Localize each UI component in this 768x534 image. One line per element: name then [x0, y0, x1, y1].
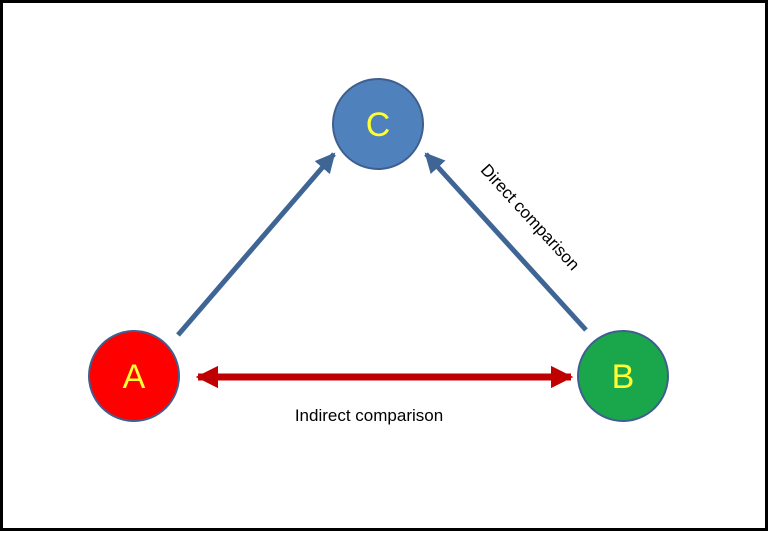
node-a-label: A: [123, 358, 146, 396]
node-a: A: [88, 330, 180, 422]
node-b: B: [577, 330, 669, 422]
node-c: C: [332, 78, 424, 170]
direct-comparison-label: Direct comparison: [477, 160, 584, 274]
edge-b-to-c-arrow: [424, 152, 588, 332]
node-b-label: B: [612, 358, 635, 396]
edge-a-to-c-arrow: [176, 152, 336, 337]
node-b-circle: [577, 330, 669, 422]
indirect-comparison-label: Indirect comparison: [295, 406, 443, 425]
comparison-diagram: Direct comparison Indirect comparison C …: [88, 78, 669, 425]
node-c-circle: [332, 78, 424, 170]
node-a-circle: [88, 330, 180, 422]
node-c-label: C: [366, 106, 391, 144]
